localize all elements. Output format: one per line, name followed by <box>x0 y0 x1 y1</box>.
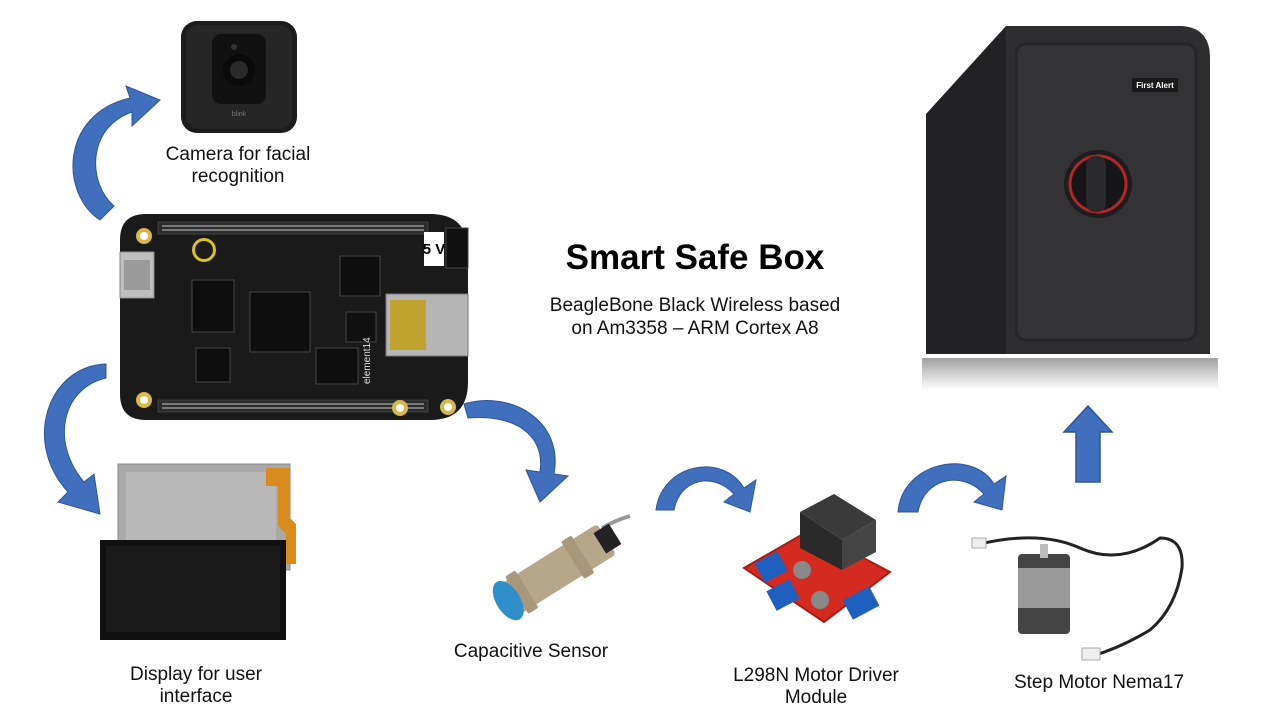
camera-label-line-2: recognition <box>191 166 285 187</box>
step-motor-image <box>971 536 1184 661</box>
motor-driver-label-line-1: L298N Motor Driver <box>733 665 899 686</box>
up-arrow-icon <box>1062 404 1114 483</box>
arrow-board-to-display-icon <box>44 363 107 515</box>
camera-label-line-1: Camera for facial <box>165 144 311 165</box>
motor-driver-image <box>742 494 892 624</box>
safe-brand: First Alert <box>1136 81 1174 90</box>
arrow-driver-to-motor-icon <box>897 463 1007 513</box>
beaglebone-board-image: 5 V element14 <box>119 214 469 420</box>
subtitle-line-2: on Am3358 – ARM Cortex A8 <box>571 318 819 339</box>
board-brand: element14 <box>362 337 373 384</box>
subtitle-line-1: BeagleBone Black Wireless based <box>549 295 841 316</box>
arrow-board-to-camera-icon <box>72 85 161 221</box>
board-5v-label: 5 V <box>423 241 446 258</box>
motor-driver-label-line-2: Module <box>784 687 848 708</box>
display-label-line-2: interface <box>159 686 233 707</box>
display-label: Display for user interface <box>98 664 294 708</box>
capacitive-sensor-label: Capacitive Sensor <box>453 641 609 662</box>
camera-label: Camera for facial recognition <box>140 144 336 188</box>
diagram-subtitle: BeagleBone Black Wireless based on Am335… <box>500 294 890 340</box>
safe-image: First Alert <box>922 26 1218 390</box>
display-image <box>100 463 296 640</box>
arrow-sensor-to-driver-icon <box>655 466 757 513</box>
camera-brand: blink <box>232 111 247 118</box>
arrow-board-to-sensor-icon <box>463 400 570 503</box>
step-motor-label: Step Motor Nema17 <box>1013 672 1185 693</box>
diagram-title: Smart Safe Box <box>565 238 825 277</box>
camera-image: blink <box>181 21 297 133</box>
motor-driver-label: L298N Motor Driver Module <box>708 665 924 709</box>
display-label-line-1: Display for user <box>130 664 262 685</box>
capacitive-sensor-image <box>492 514 631 621</box>
